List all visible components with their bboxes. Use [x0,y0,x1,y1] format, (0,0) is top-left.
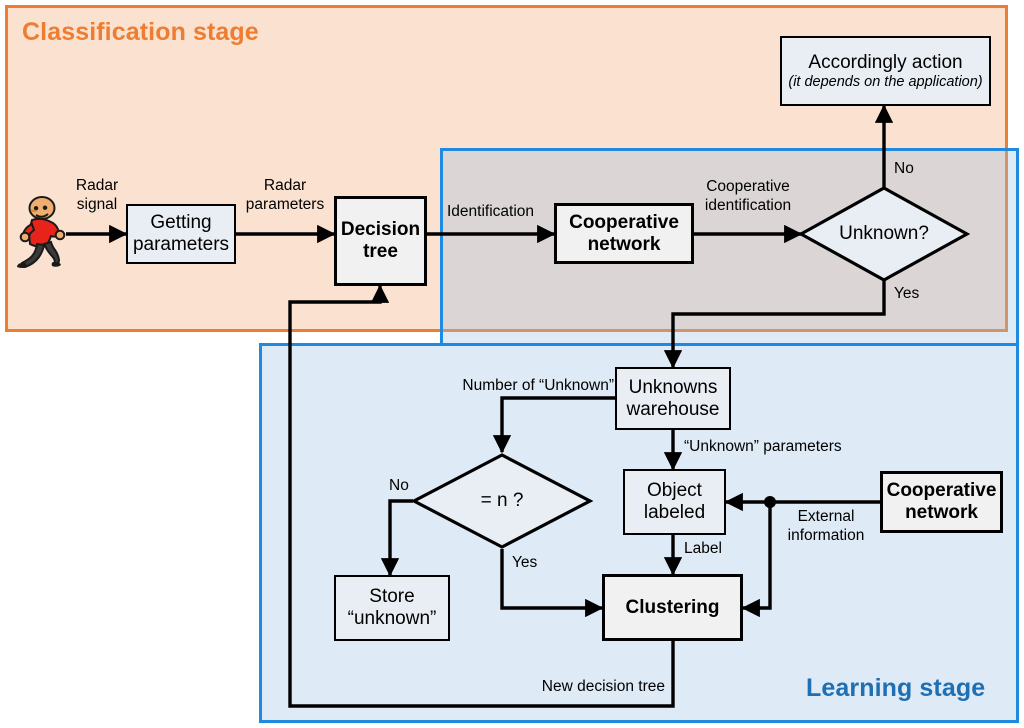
node-cooperative-network-bottom-label: Cooperative network [886,480,997,523]
edge-label-unknown-yes: Yes [894,285,920,302]
node-decision-tree-label: Decision tree [340,219,421,262]
node-unknown-decision-label: Unknown? [839,223,929,244]
node-cooperative-network-top-label: Cooperative network [569,211,679,255]
node-unknowns-warehouse-label: Unknowns warehouse [626,376,720,420]
edge-label-unknown-no: No [894,160,914,177]
edge-label-n-no: No [389,477,409,494]
edge-label-radar-parameters: Radar parameters [245,177,325,213]
node-store-unknown[interactable]: Store “unknown” [334,575,450,641]
edge-label-label: Label [684,540,722,557]
node-accordingly-action[interactable]: Accordingly action (it depends on the ap… [780,36,991,106]
learning-stage-title: Learning stage [806,674,986,702]
node-cooperative-network-bottom[interactable]: Cooperative network [880,471,1003,533]
edge-label-new-decision-tree: New decision tree [541,678,665,695]
node-getting-parameters[interactable]: Getting parameters [126,204,236,264]
node-clustering[interactable]: Clustering [602,574,743,641]
edge-label-external-information: External information [787,508,865,544]
node-decision-tree[interactable]: Decision tree [334,196,427,286]
node-object-labeled-label: Object labeled [643,480,706,523]
node-n-decision-label: = n ? [480,490,524,511]
node-accordingly-action-label: Accordingly action [808,51,963,73]
node-accordingly-action-subtitle: (it depends on the application) [788,73,983,90]
edge-label-cooperative-identification: Cooperative identification [704,178,792,214]
edge-label-n-yes: Yes [512,554,538,571]
classification-stage-title: Classification stage [22,18,259,46]
node-cooperative-network-top[interactable]: Cooperative network [554,203,694,264]
edge-label-number-of-unknown: Number of “Unknown” [462,377,614,394]
node-getting-parameters-label: Getting parameters [132,212,230,255]
walking-person-icon [17,196,66,269]
node-unknowns-warehouse[interactable]: Unknowns warehouse [615,367,731,430]
node-clustering-label: Clustering [625,596,720,618]
edge-label-unknown-parameters: “Unknown” parameters [684,438,842,455]
node-object-labeled[interactable]: Object labeled [623,469,726,535]
node-n-decision[interactable]: = n ? [411,452,593,550]
edge-label-radar-signal: Radar signal [75,177,119,213]
edge-label-identification: Identification [447,203,535,220]
node-store-unknown-label: Store “unknown” [347,586,437,629]
node-unknown-decision[interactable]: Unknown? [798,185,970,283]
